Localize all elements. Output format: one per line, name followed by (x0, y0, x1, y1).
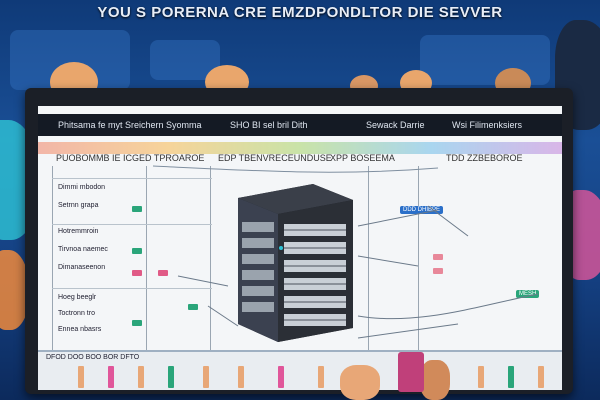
status-chip (433, 254, 443, 260)
footer-bar (318, 366, 324, 388)
tag-label: DDD DHIBPE (400, 206, 444, 214)
row-label: Hotremmroin (58, 228, 99, 235)
subheader-far: TDD ZZBEBOROE (446, 153, 523, 163)
grid-line (52, 288, 212, 289)
row-label: Dimmi mbodon (58, 184, 106, 191)
subheader-right: XPP BOSEEMA (330, 153, 395, 163)
grid-line (210, 166, 211, 350)
tag-label: MESH (516, 290, 540, 298)
status-chip (158, 270, 168, 276)
footer-bar (108, 366, 114, 388)
footer-bar (168, 366, 174, 388)
monitor-screen: Phitsama fe myt Sreichern Syomma SHO BI … (38, 106, 562, 390)
footer-bar (508, 366, 514, 388)
row-label: Dimanaseenon (58, 264, 106, 271)
hand (420, 360, 450, 400)
row-label: Toctronn tro (58, 310, 95, 317)
status-chip (132, 320, 142, 326)
footer-bar (203, 366, 209, 388)
grid-line (52, 166, 53, 350)
header-col-4: Wsi Filimenksiers (452, 120, 523, 130)
subheader-left: PUOBOMMB IE ICGED TPROAROE (56, 153, 205, 163)
subheader-mid: EDP TBENVRECEUNDUSE (218, 153, 332, 163)
grid-line (146, 166, 147, 350)
header-col-2: SHO BI sel bril Dith (230, 120, 308, 130)
page-title: YOU S PORERNA CRE EMZDPONDLTOR DIE SEVVE… (97, 4, 503, 21)
phone-device (398, 352, 424, 392)
dashboard-header: Phitsama fe myt Sreichern Syomma SHO BI … (38, 114, 562, 136)
gradient-band (38, 142, 562, 154)
row-label: Hoeg beeglr (58, 294, 97, 301)
grid-line (418, 166, 419, 350)
status-chip (132, 248, 142, 254)
grid-line (52, 224, 212, 225)
footer-bar (138, 366, 144, 388)
footer-bar (538, 366, 544, 388)
hand (340, 365, 380, 400)
status-chip (433, 268, 443, 274)
footer-bar (478, 366, 484, 388)
server-rack-icon (238, 184, 353, 342)
status-chip (188, 304, 198, 310)
header-col-3: Sewack Darrie (366, 120, 425, 130)
dashboard-footer: DFOD DOO BOO BOR DFTO (38, 350, 562, 390)
footer-bar (78, 366, 84, 388)
grid-line (52, 178, 212, 179)
status-chip (132, 206, 142, 212)
row-label: Setrnn grapa (58, 202, 99, 209)
row-label: Tirvnoa naemec (58, 246, 108, 253)
bg-panel-right (420, 35, 550, 85)
footer-label: DFOD DOO BOO BOR DFTO (46, 354, 140, 361)
footer-bar (278, 366, 284, 388)
footer-bar (238, 366, 244, 388)
connection-lines (152, 165, 539, 339)
row-label: Ennea nbasrs (58, 326, 102, 333)
status-chip (132, 270, 142, 276)
header-col-1: Phitsama fe myt Sreichern Syomma (58, 120, 202, 130)
